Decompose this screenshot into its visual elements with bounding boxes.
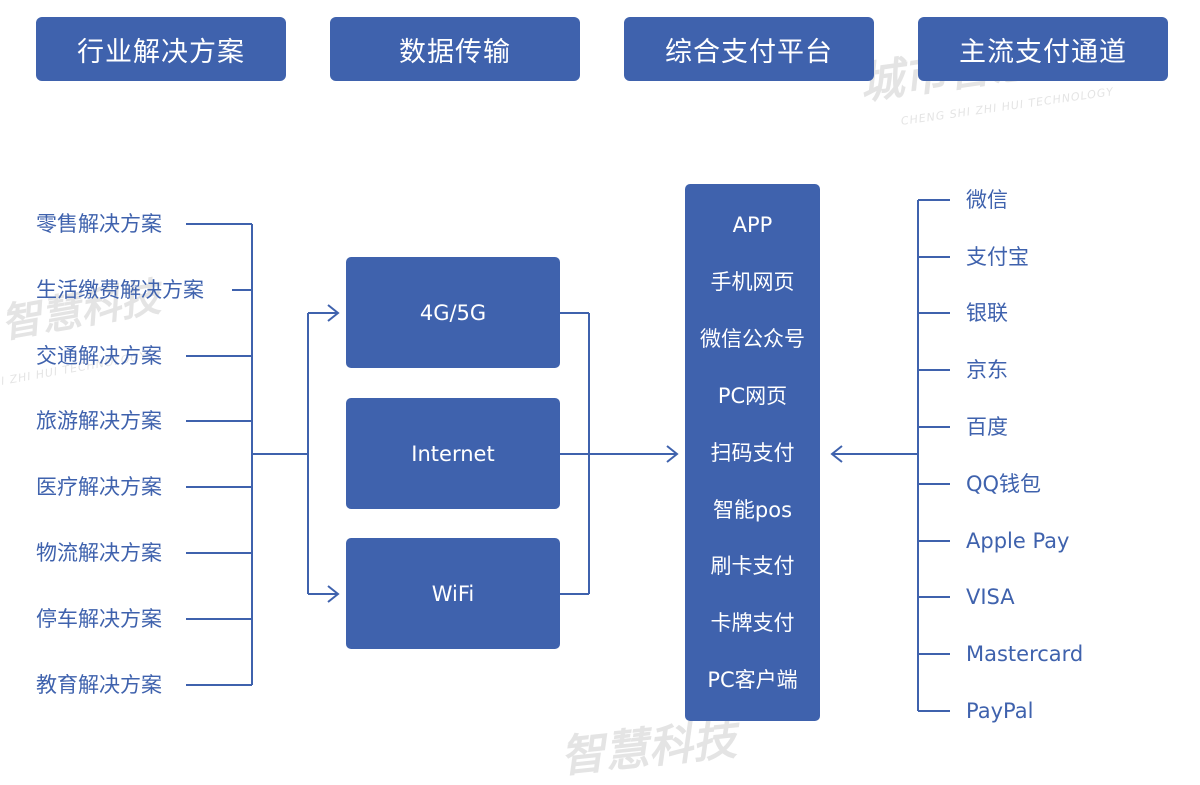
industry-item: 物流解决方案 bbox=[36, 541, 162, 565]
platform-item: PC客户端 bbox=[707, 668, 798, 692]
channel-item: VISA bbox=[966, 585, 1015, 609]
channel-item: 微信 bbox=[966, 188, 1008, 212]
channel-item: 百度 bbox=[966, 415, 1008, 439]
channel-item: 支付宝 bbox=[966, 245, 1029, 269]
platform-item: 智能pos bbox=[712, 498, 793, 522]
channel-item: Mastercard bbox=[966, 642, 1084, 666]
industry-item: 教育解决方案 bbox=[36, 673, 162, 697]
channel-item: 京东 bbox=[966, 358, 1008, 382]
platform-item: 扫码支付 bbox=[710, 441, 795, 465]
channel-item: QQ钱包 bbox=[966, 472, 1042, 496]
platform-item: PC网页 bbox=[717, 384, 788, 408]
industry-item: 生活缴费解决方案 bbox=[36, 278, 204, 302]
platform-item: 手机网页 bbox=[710, 270, 795, 294]
channel-item: PayPal bbox=[966, 699, 1034, 723]
header-payment-platform: 综合支付平台 bbox=[624, 17, 874, 81]
platform-item: 微信公众号 bbox=[700, 327, 805, 351]
transport-4g5g: 4G/5G bbox=[346, 257, 560, 368]
transport-wifi: WiFi bbox=[346, 538, 560, 649]
payment-platform-box: APP 手机网页 微信公众号 PC网页 扫码支付 智能pos 刷卡支付 卡牌支付… bbox=[685, 184, 820, 721]
industry-item: 医疗解决方案 bbox=[36, 475, 162, 499]
transport-internet: Internet bbox=[346, 398, 560, 509]
industry-item: 停车解决方案 bbox=[36, 607, 162, 631]
header-data-transfer: 数据传输 bbox=[330, 17, 580, 81]
header-payment-channels: 主流支付通道 bbox=[918, 17, 1168, 81]
channel-item: Apple Pay bbox=[966, 529, 1070, 553]
industry-item: 零售解决方案 bbox=[36, 212, 162, 236]
platform-item: 卡牌支付 bbox=[710, 611, 795, 635]
platform-item: 刷卡支付 bbox=[710, 554, 795, 578]
platform-item: APP bbox=[732, 213, 773, 237]
industry-item: 旅游解决方案 bbox=[36, 409, 162, 433]
channel-item: 银联 bbox=[966, 301, 1008, 325]
header-industry-solutions: 行业解决方案 bbox=[36, 17, 286, 81]
industry-item: 交通解决方案 bbox=[36, 344, 162, 368]
